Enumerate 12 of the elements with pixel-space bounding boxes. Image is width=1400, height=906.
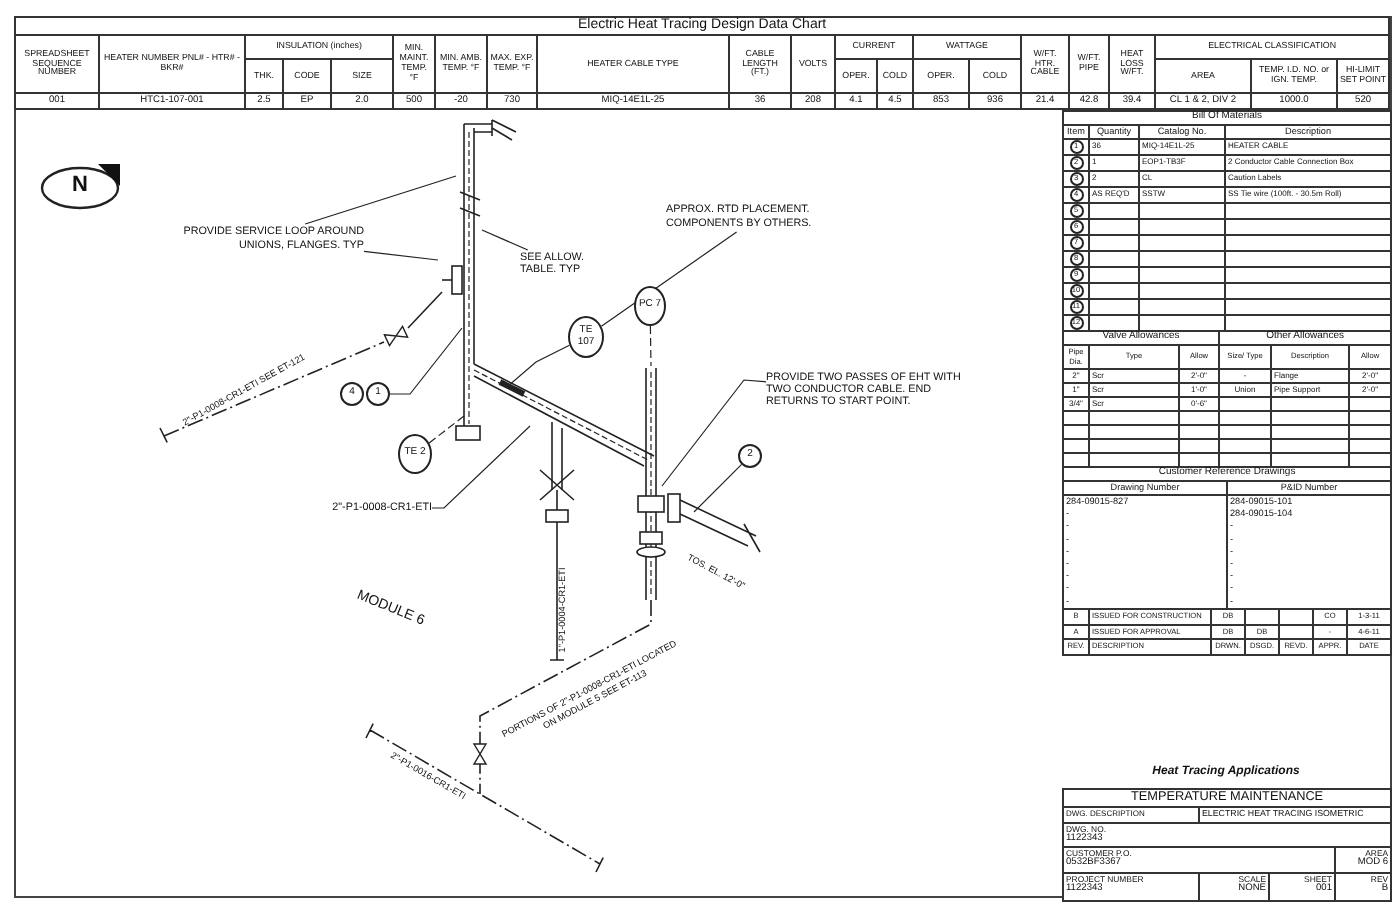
leader-line [481,229,529,251]
leader-line [389,327,463,395]
leader-line [428,415,465,444]
leader-line [363,250,439,261]
leader-line [600,231,738,327]
leader-line [507,344,570,387]
leader-line [649,325,652,367]
leader-line [431,425,531,509]
leader-line [693,463,743,513]
leader-line [661,379,767,487]
leader-line [304,175,457,225]
north-label: N [72,172,88,200]
